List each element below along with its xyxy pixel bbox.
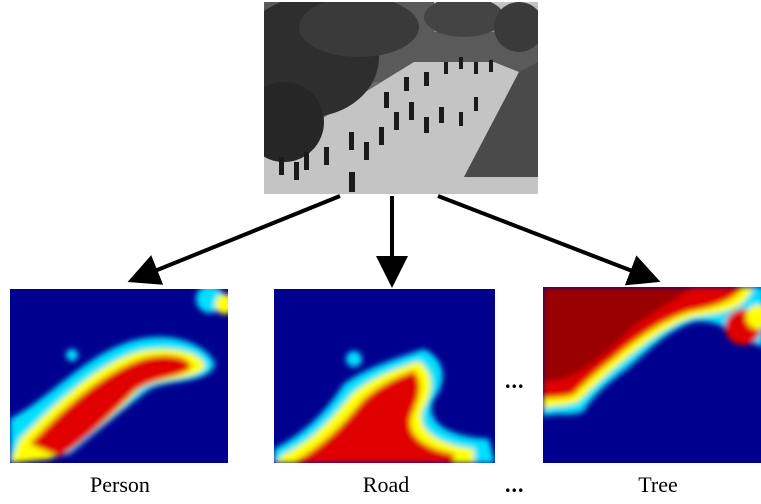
ellipsis-between-maps: ... [505,368,525,393]
heatmap-road [274,289,495,463]
heatmap-person [10,289,228,463]
crowd-scene-image [264,2,538,194]
arrow-to-person [127,194,341,285]
arrow-to-tree [437,194,661,286]
label-tree: Tree [638,472,678,497]
source-scene-photo [264,2,538,194]
ellipsis-between-labels: ... [505,472,525,497]
label-person: Person [90,472,150,497]
heatmap-tree [543,287,761,463]
label-road: Road [362,472,410,497]
